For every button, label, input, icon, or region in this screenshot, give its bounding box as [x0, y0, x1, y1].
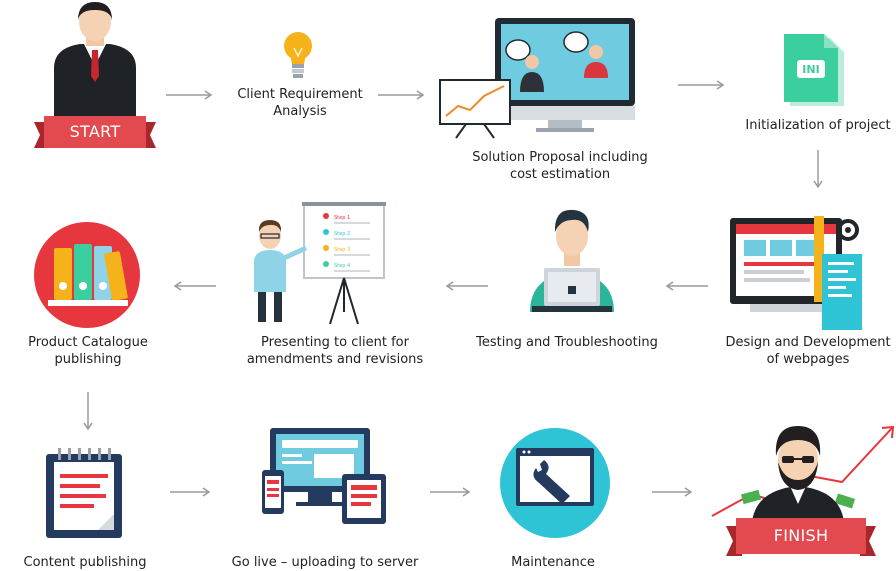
presenter-icon: Step 1 Step 2 Step 3 Step 4	[248, 202, 388, 326]
arrow-right	[652, 486, 694, 498]
arrow-right	[166, 89, 216, 101]
arrow-right	[678, 79, 728, 91]
arrow-left	[173, 280, 218, 292]
arrow-right	[378, 89, 428, 101]
step-label-testing: Testing and Troubleshooting	[476, 335, 658, 350]
board-item: Step 1	[334, 215, 350, 221]
ini-file-tag: INI	[802, 63, 819, 76]
start-person-icon	[40, 0, 150, 125]
board-item: Step 4	[334, 263, 350, 269]
start-label: START	[69, 122, 121, 141]
start-banner: START	[34, 114, 156, 154]
arrow-left	[665, 280, 710, 292]
lightbulb-icon	[282, 30, 314, 82]
finish-person-icon	[711, 422, 896, 522]
step-label-initialization: Initialization of project	[745, 118, 891, 133]
web-design-icon	[730, 214, 870, 330]
step-label-golive: Go live – uploading to server	[231, 555, 419, 570]
board-item: Step 2	[334, 231, 350, 237]
arrow-left	[445, 280, 490, 292]
developer-icon	[524, 206, 620, 314]
ini-file-icon: INI	[780, 34, 850, 110]
notepad-icon	[46, 448, 122, 538]
finish-label: FINISH	[773, 526, 829, 545]
devices-icon	[262, 428, 398, 524]
step-label-maintenance: Maintenance	[511, 555, 595, 570]
binders-icon	[34, 222, 140, 328]
wrench-screen-icon	[500, 428, 610, 538]
step-label-catalogue: Product Catalogue publishing	[28, 335, 148, 367]
finish-banner: FINISH	[726, 516, 876, 562]
monitor-meeting-icon	[439, 18, 640, 139]
arrow-right	[430, 486, 472, 498]
board-item: Step 3	[334, 247, 350, 253]
arrow-right	[170, 486, 212, 498]
arrow-down	[812, 150, 824, 190]
arrow-down	[82, 392, 94, 432]
step-label-content: Content publishing	[23, 555, 147, 570]
